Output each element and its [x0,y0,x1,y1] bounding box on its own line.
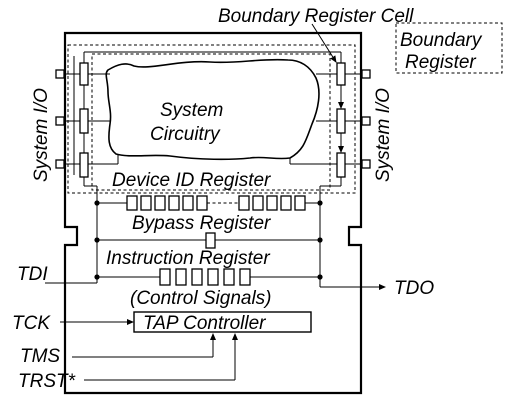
tms-label: TMS [20,346,60,367]
boundary-cell-left-2 [79,108,89,134]
boundary-cell-right-2 [336,108,346,134]
io-pin-right-1 [361,69,371,79]
bypass-register-label: Bypass Register [132,213,271,234]
boundary-register-label-line1: Boundary [400,30,483,51]
trst-label: TRST* [18,371,76,392]
chip-outline [63,31,363,395]
io-pin-left-2 [55,116,65,126]
boundary-cell-right-1 [336,62,346,86]
system-circuitry-label-line2: Circuitry [150,124,221,145]
io-pin-left-3 [55,159,65,169]
system-circuitry-blob [105,58,320,161]
boundary-register-ring [67,44,356,194]
io-pin-right-3 [361,159,371,169]
bypass-register-cell [205,232,216,249]
device-id-register [126,195,306,211]
tdo-label: TDO [394,278,434,299]
tap-controller-box [133,311,312,333]
system-circuitry-label-line1: System [160,100,223,121]
instruction-register-label: Instruction Register [106,248,270,269]
system-io-right-label: System I/O [373,88,394,182]
tck-label: TCK [12,313,51,334]
io-pin-left-1 [55,69,65,79]
boundary-cell-right-3 [336,152,346,178]
system-io-left-label: System I/O [31,88,52,182]
boundary-cell-left-1 [79,62,89,86]
boundary-register-cell-label: Boundary Register Cell [218,6,414,27]
tdi-label: TDI [17,264,48,285]
instruction-register [159,268,251,286]
tap-controller-label: TAP Controller [143,313,266,334]
boundary-cell-left-3 [79,152,89,178]
boundary-register-label-line2: Register [405,52,476,73]
boundary-register-label-box [395,22,503,74]
io-pin-right-2 [361,116,371,126]
device-id-register-label: Device ID Register [112,170,271,191]
control-signals-label: (Control Signals) [130,288,272,309]
